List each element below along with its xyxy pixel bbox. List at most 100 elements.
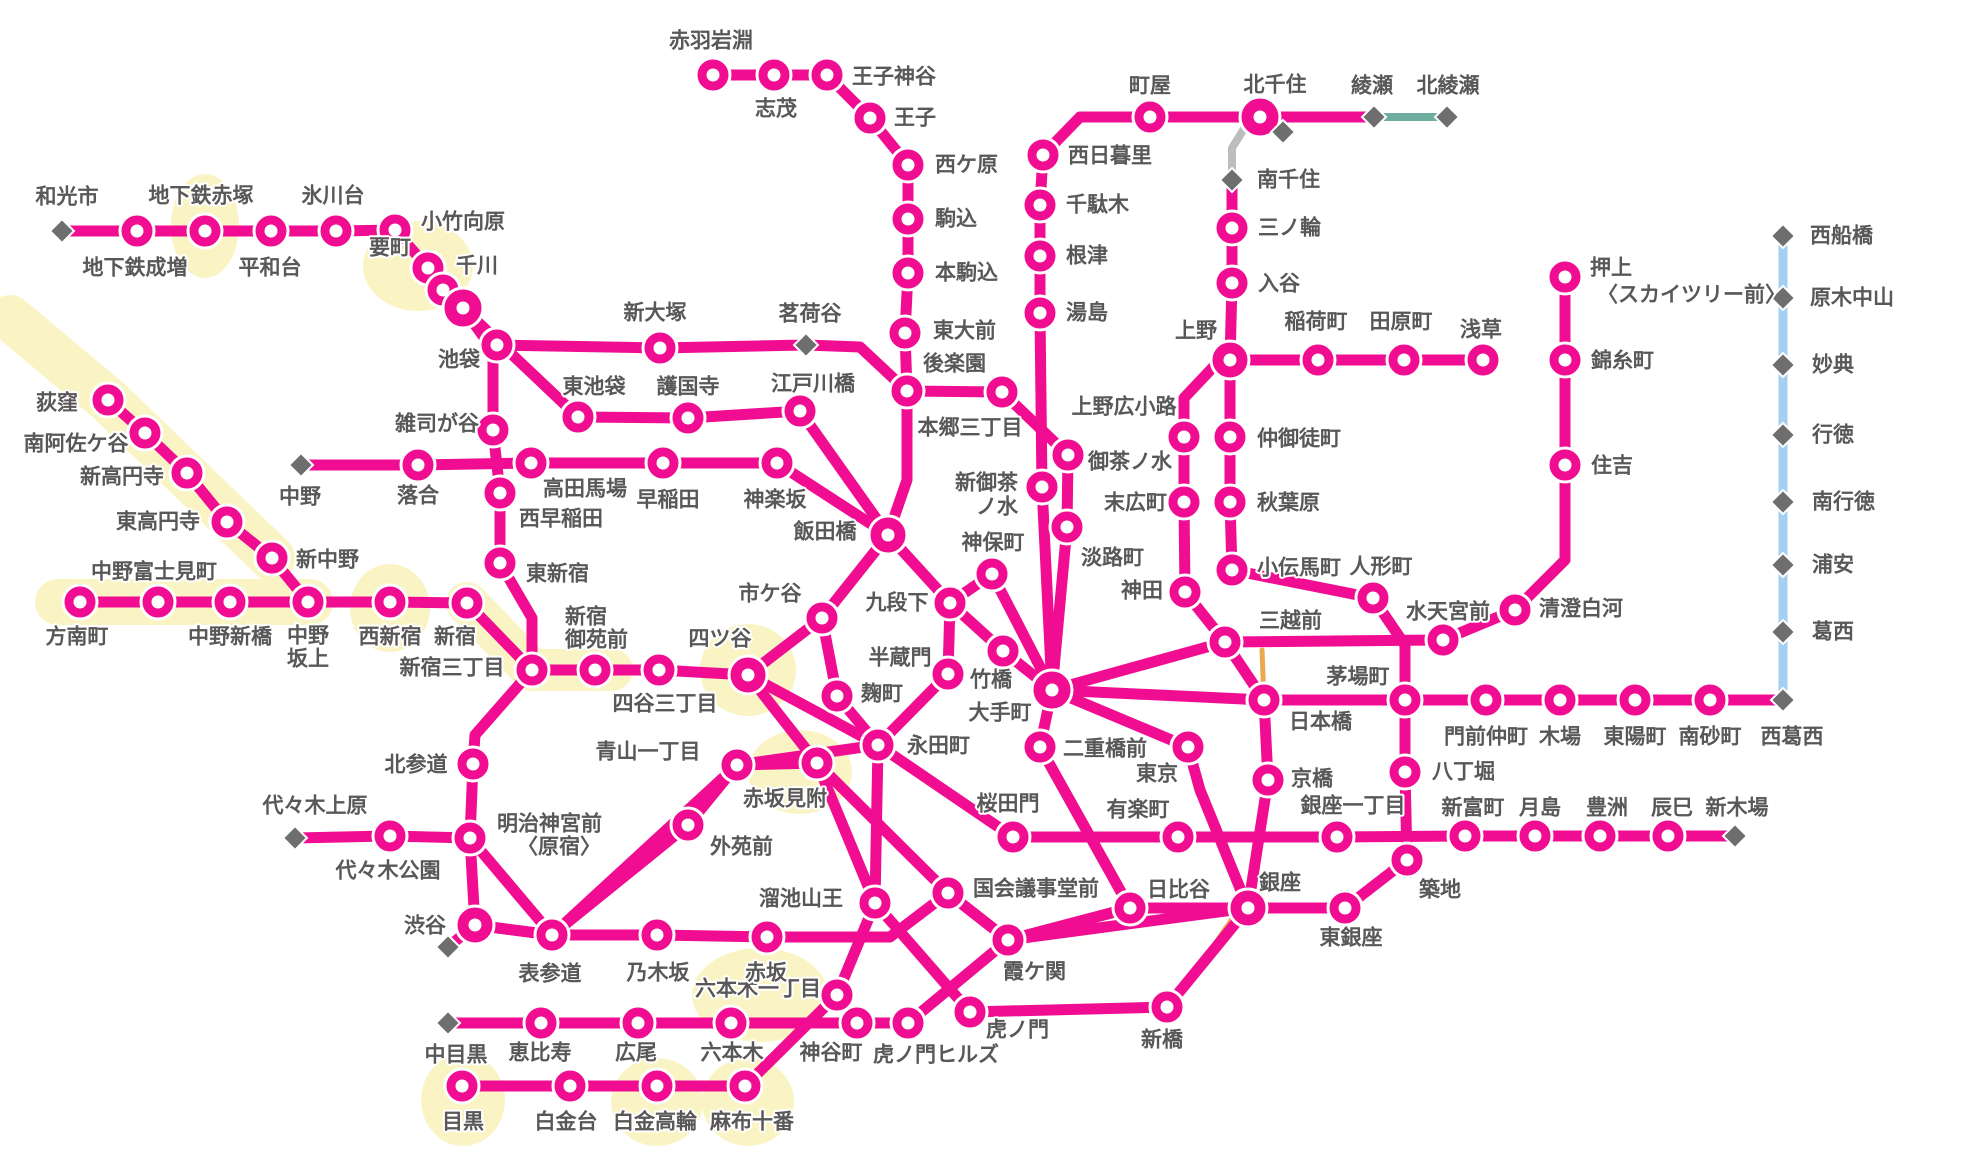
station-志茂-hole: [767, 68, 781, 82]
station-label-荻窪: 荻窪: [36, 391, 78, 415]
station-label-月島: 月島: [1518, 796, 1561, 820]
station-label-麹町: 麹町: [860, 682, 903, 706]
station-label-平和台: 平和台: [239, 256, 302, 280]
station-虎ノ門-hole: [963, 1005, 977, 1019]
station-和光市-diamond[interactable]: [48, 217, 76, 245]
station-神楽坂-hole: [770, 456, 784, 470]
station-label-小伝馬町: 小伝馬町: [1257, 556, 1341, 580]
station-label-市ケ谷: 市ケ谷: [739, 582, 803, 606]
station-淡路町-hole: [1060, 520, 1074, 534]
station-label-銀座: 銀座: [1259, 871, 1301, 895]
station-label-新宿: 新宿: [434, 625, 476, 649]
station-label-和光市: 和光市: [36, 185, 99, 209]
station-label-南砂町: 南砂町: [1679, 725, 1742, 749]
station-label-中野坂上-1: 坂上: [287, 648, 329, 671]
station-label-駒込: 駒込: [935, 207, 977, 231]
station-茗荷谷-diamond[interactable]: [792, 331, 820, 359]
station-label-地下鉄赤塚: 地下鉄赤塚: [149, 184, 254, 208]
station-本駒込-hole: [901, 266, 915, 280]
station-半蔵門-hole: [941, 667, 955, 681]
station-label-東大前: 東大前: [933, 319, 996, 343]
station-入谷-hole: [1225, 276, 1239, 290]
station-北綾瀬-diamond[interactable]: [1433, 103, 1461, 131]
station-label-雑司が谷: 雑司が谷: [394, 412, 480, 436]
station-水天宮前-hole: [1436, 633, 1450, 647]
station-label-有楽町: 有楽町: [1107, 798, 1170, 822]
station-label-飯田橋: 飯田橋: [793, 520, 858, 544]
station-上野広小路-hole: [1177, 430, 1191, 444]
station-門前仲町-hole: [1479, 693, 1493, 707]
station-根津-hole: [1033, 249, 1047, 263]
station-label-赤羽岩淵: 赤羽岩淵: [669, 29, 753, 53]
station-marker-diamond[interactable]: [434, 933, 462, 961]
station-田原町-hole: [1397, 353, 1411, 367]
station-label-秋葉原: 秋葉原: [1257, 492, 1320, 515]
station-中野-diamond[interactable]: [287, 451, 315, 479]
station-雑司が谷-hole: [486, 423, 500, 437]
station-中野坂上-hole: [301, 595, 315, 609]
station-西ケ原-hole: [901, 158, 915, 172]
station-末広町-hole: [1177, 495, 1191, 509]
station-綾瀬-diamond[interactable]: [1360, 103, 1388, 131]
station-渋谷-hole: [468, 918, 482, 932]
station-代々木上原-diamond[interactable]: [281, 824, 309, 852]
station-label-門前仲町: 門前仲町: [1444, 725, 1528, 749]
station-label-木場: 木場: [1538, 726, 1581, 749]
station-浦安-diamond[interactable]: [1769, 551, 1797, 579]
station-東新宿-hole: [493, 556, 507, 570]
station-東池袋-hole: [571, 410, 585, 424]
station-妙典-diamond[interactable]: [1769, 351, 1797, 379]
station-西葛西-diamond[interactable]: [1769, 686, 1797, 714]
station-label-要町: 要町: [369, 237, 411, 260]
station-護国寺-hole: [681, 411, 695, 425]
station-label-北参道: 北参道: [385, 753, 448, 777]
station-神保町-hole: [985, 567, 999, 581]
station-label-虎ノ門ヒルズ: 虎ノ門ヒルズ: [873, 1043, 999, 1067]
station-新木場-diamond[interactable]: [1721, 822, 1749, 850]
station-中目黒-diamond[interactable]: [434, 1009, 462, 1037]
station-葛西-diamond[interactable]: [1769, 618, 1797, 646]
station-label-京橋: 京橋: [1291, 767, 1334, 791]
station-label-仲御徒町: 仲御徒町: [1257, 427, 1341, 451]
station-中野新橋-hole: [223, 595, 237, 609]
station-label-護国寺: 護国寺: [657, 375, 720, 399]
station-label-西ケ原: 西ケ原: [935, 154, 998, 177]
line-yurakucho: [457, 302, 1741, 843]
station-label-西船橋: 西船橋: [1810, 224, 1874, 248]
station-label-方南町: 方南町: [46, 625, 109, 649]
station-木場-hole: [1553, 693, 1567, 707]
station-label-六本木一丁目: 六本木一丁目: [695, 978, 821, 1001]
station-label-桜田門: 桜田門: [977, 792, 1040, 816]
station-label-銀座一丁目: 銀座一丁目: [1301, 794, 1406, 818]
station-新宿三丁目-hole: [525, 663, 539, 677]
station-築地-hole: [1400, 853, 1414, 867]
station-新橋-hole: [1160, 1000, 1174, 1014]
station-明治神宮前〈原宿〉-hole: [463, 831, 477, 845]
station-白金台-hole: [563, 1079, 577, 1093]
station-label-乃木坂: 乃木坂: [626, 962, 691, 985]
station-新御茶ノ水-hole: [1035, 480, 1049, 494]
station-西船橋-diamond[interactable]: [1769, 222, 1797, 250]
station-霞ケ関-hole: [1001, 933, 1015, 947]
station-label-神楽坂: 神楽坂: [744, 488, 808, 512]
station-label-浅草: 浅草: [1460, 319, 1502, 342]
station-南千住-diamond[interactable]: [1218, 166, 1246, 194]
station-南行徳-diamond[interactable]: [1769, 488, 1797, 516]
station-広尾-hole: [631, 1016, 645, 1030]
station-label-新御茶ノ水-0: 新御茶: [955, 471, 1019, 495]
station-label-住吉: 住吉: [1591, 454, 1633, 478]
station-label-新木場: 新木場: [1706, 796, 1769, 820]
station-錦糸町-hole: [1558, 353, 1572, 367]
station-label-上野: 上野: [1175, 320, 1217, 343]
station-四ツ谷-hole: [741, 668, 755, 682]
station-label-麻布十番: 麻布十番: [709, 1110, 795, 1134]
station-marker-diamond[interactable]: [1269, 118, 1297, 146]
station-label-早稲田: 早稲田: [637, 489, 700, 512]
station-行徳-diamond[interactable]: [1769, 421, 1797, 449]
station-原木中山-diamond[interactable]: [1769, 284, 1797, 312]
station-神田-hole: [1178, 585, 1192, 599]
station-新宿御苑前-hole: [588, 663, 602, 677]
station-label-稲荷町: 稲荷町: [1285, 310, 1348, 334]
station-八丁堀-hole: [1398, 765, 1412, 779]
